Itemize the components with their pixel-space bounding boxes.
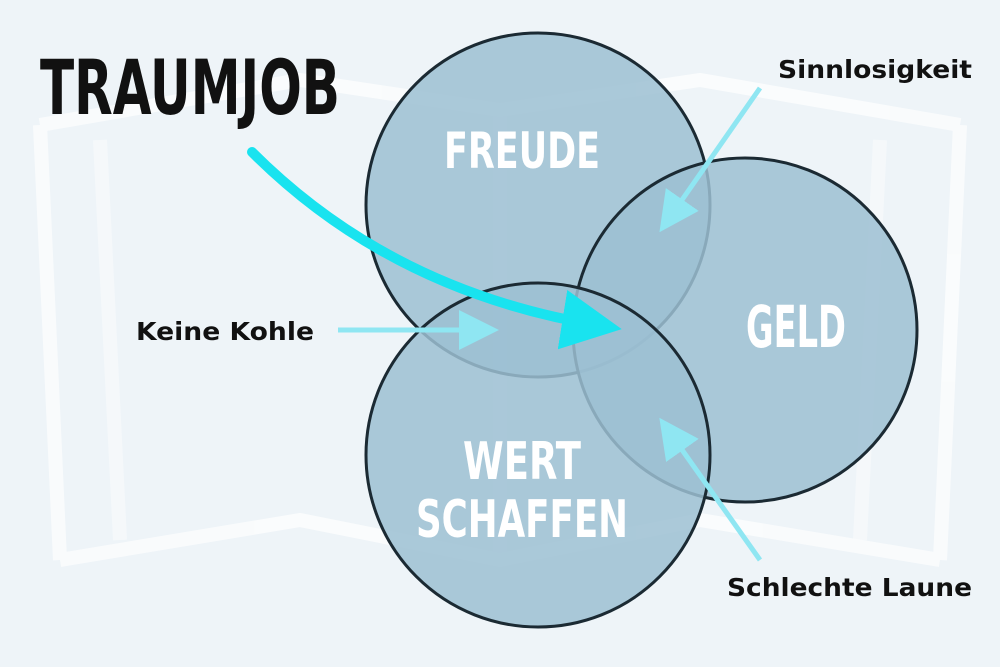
annotation-keine-kohle: Keine Kohle	[136, 317, 314, 346]
venn-circles	[364, 31, 919, 629]
annotation-sinnlosigkeit: Sinnlosigkeit	[778, 55, 972, 84]
page-title: TRAUMJOB	[40, 43, 340, 132]
label-freude: FREUDE	[444, 122, 600, 180]
label-geld: GELD	[746, 293, 846, 361]
sinnlosigkeit-arrow	[659, 86, 763, 233]
traumjob-arrow	[247, 147, 622, 350]
circle-wert-schaffen	[364, 281, 712, 629]
annotation-schlechte-laune: Schlechte Laune	[727, 573, 972, 602]
label-wert: WERT	[463, 432, 581, 492]
schlechte-laune-arrow	[659, 417, 763, 562]
label-schaffen: SCHAFFEN	[416, 490, 628, 550]
